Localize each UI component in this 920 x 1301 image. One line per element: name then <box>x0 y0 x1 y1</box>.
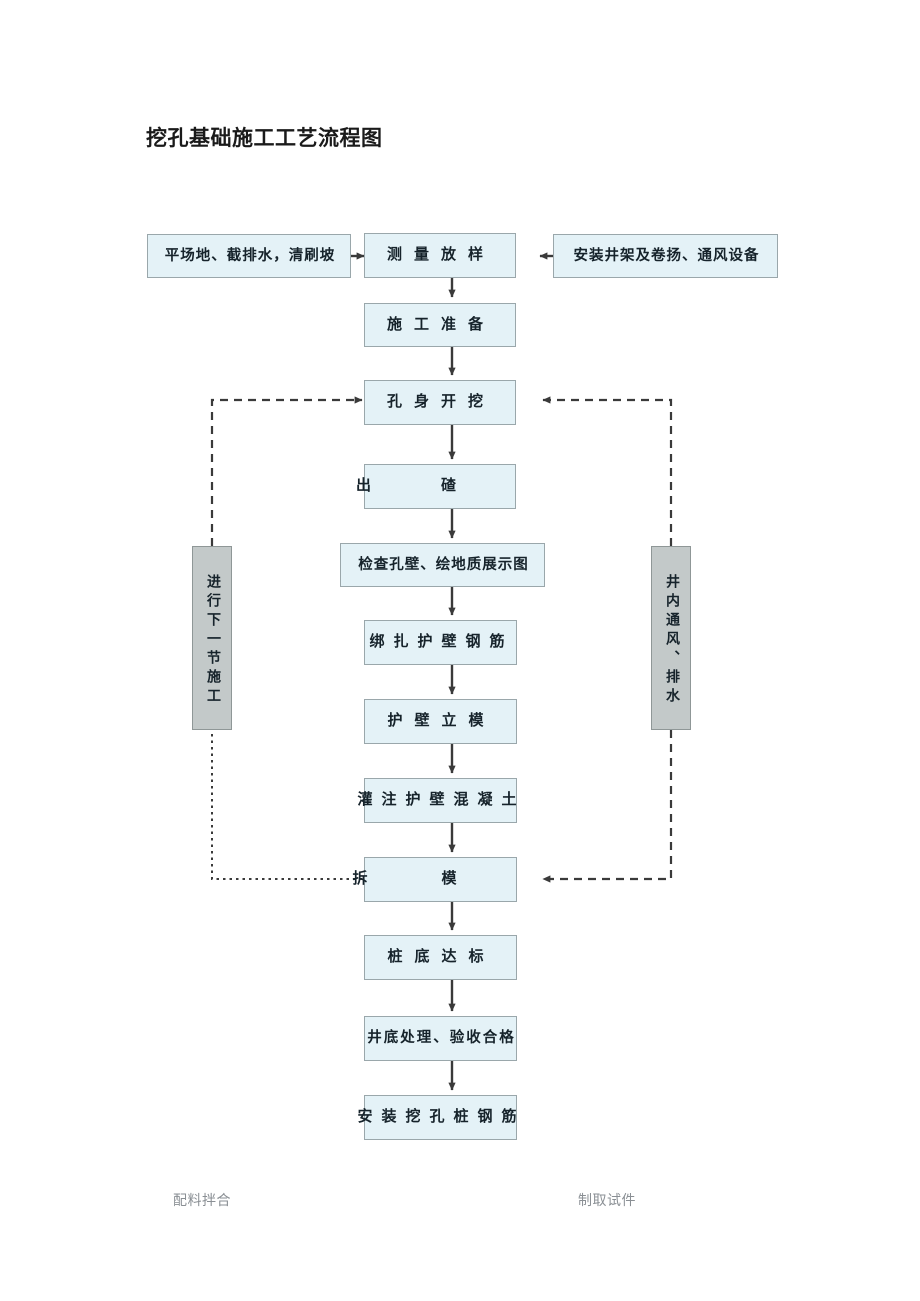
node-install-headframe-label: 安装井架及卷扬、通风设备 <box>573 247 760 264</box>
node-hole-excavation[interactable]: 孔身开挖 <box>364 380 516 425</box>
node-inspect-hole-wall[interactable]: 检查孔壁、绘地质展示图 <box>340 543 545 587</box>
node-prepare-site[interactable]: 平场地、截排水，清刷坡 <box>147 234 351 278</box>
page-title: 挖孔基础施工工艺流程图 <box>146 127 383 150</box>
node-muck-removal-label: 出碴 <box>356 478 527 494</box>
node-pour-retaining-concrete-label: 灌注护壁混凝土 <box>357 792 526 808</box>
node-prepare-site-label: 平场地、截排水，清刷坡 <box>164 247 336 264</box>
node-shaft-ventilation-drainage-label: 井内通风、排水 <box>664 573 679 707</box>
dashed-ventilation-to-excavation <box>542 396 673 546</box>
node-strip-formwork[interactable]: 拆模 <box>353 857 517 902</box>
node-tie-retaining-rebar-label: 绑扎护壁钢筋 <box>369 634 514 650</box>
footnote-mix-proportioning: 配料拌合 <box>173 1192 231 1208</box>
node-shaft-ventilation-drainage[interactable]: 井内通风、排水 <box>651 546 691 730</box>
node-tie-retaining-rebar[interactable]: 绑扎护壁钢筋 <box>364 620 517 665</box>
node-pile-bottom-standard[interactable]: 桩底达标 <box>364 935 517 980</box>
node-pour-retaining-concrete[interactable]: 灌注护壁混凝土 <box>358 778 517 823</box>
node-bottom-treatment-acceptance-label: 井底处理、验收合格 <box>367 1030 516 1047</box>
node-strip-formwork-label: 拆模 <box>352 871 531 887</box>
dashed-ventilation-to-strip <box>542 730 673 883</box>
node-inspect-hole-wall-label: 检查孔壁、绘地质展示图 <box>358 556 529 573</box>
node-construction-preparation[interactable]: 施工准备 <box>364 303 516 347</box>
node-install-headframe[interactable]: 安装井架及卷扬、通风设备 <box>553 234 778 278</box>
node-survey-setout-label: 测量放样 <box>386 247 495 263</box>
node-muck-removal[interactable]: 出碴 <box>356 464 516 509</box>
footnote-sample-preparation: 制取试件 <box>578 1192 636 1208</box>
node-install-pile-rebar-cage-label: 安装挖孔桩钢筋 <box>357 1109 526 1125</box>
node-install-pile-rebar-cage[interactable]: 安装挖孔桩钢筋 <box>358 1095 517 1140</box>
node-erect-retaining-formwork-label: 护壁立模 <box>387 713 496 729</box>
node-next-section-construction-label: 进行下一节施工 <box>205 573 220 707</box>
node-hole-excavation-label: 孔身开挖 <box>386 394 495 410</box>
node-survey-setout[interactable]: 测量放样 <box>364 233 516 278</box>
node-bottom-treatment-acceptance[interactable]: 井底处理、验收合格 <box>364 1016 517 1061</box>
node-next-section-construction[interactable]: 进行下一节施工 <box>192 546 232 730</box>
dashed-next-section-to-excavation <box>210 396 363 546</box>
node-pile-bottom-standard-label: 桩底达标 <box>387 949 496 965</box>
node-erect-retaining-formwork[interactable]: 护壁立模 <box>364 699 517 744</box>
node-construction-preparation-label: 施工准备 <box>386 316 495 333</box>
dotted-strip-to-next-section <box>211 730 362 880</box>
